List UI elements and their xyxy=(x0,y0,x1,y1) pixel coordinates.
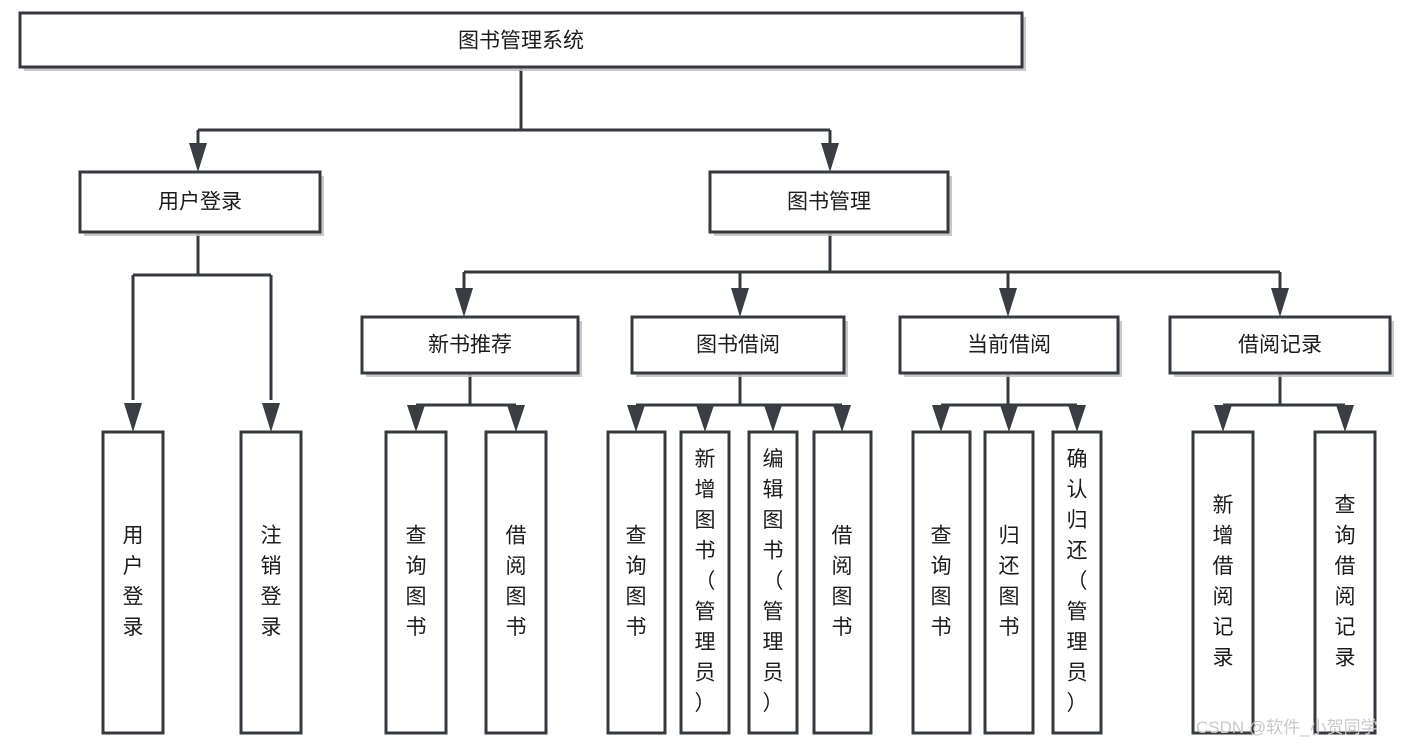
csdn-watermark: CSDN @软件_小贺同学 xyxy=(1196,718,1378,737)
node-root-box[interactable] xyxy=(18,11,1024,69)
node-new-book-rec-label: 新书推荐 xyxy=(428,334,512,357)
arrow-to-user-login xyxy=(189,143,207,172)
node-leaf-query-book-3-label: 查询图书 xyxy=(931,524,952,639)
arrow-leaf-borrow-book-2 xyxy=(833,405,851,432)
label-layer-vertical: 用户登录 注销登录 查询图书 借阅图书 查询图书 新增图书（管理员） 编辑图书（… xyxy=(123,448,1356,715)
arrow-to-book-borrow xyxy=(731,288,749,317)
node-leaf-user-login-box[interactable] xyxy=(101,430,165,735)
node-leaf-add-record-label: 新增借阅记录 xyxy=(1213,494,1234,670)
node-leaf-user-login-label: 用户登录 xyxy=(123,524,144,639)
node-leaf-borrow-book-2-box[interactable] xyxy=(812,430,873,735)
node-leaf-edit-book-box[interactable] xyxy=(747,430,799,735)
arrow-leaf-add-book xyxy=(696,405,714,432)
arrow-leaf-logout xyxy=(262,403,280,432)
node-leaf-query-book-2-box[interactable] xyxy=(606,430,667,735)
node-book-manage-label: 图书管理 xyxy=(787,191,871,214)
node-leaf-add-book-box[interactable] xyxy=(679,430,731,735)
node-leaf-logout-label: 注销登录 xyxy=(261,524,282,639)
arrow-to-new-book-rec xyxy=(455,288,473,317)
node-leaf-query-record-label: 查询借阅记录 xyxy=(1335,494,1356,670)
node-leaf-query-record-box[interactable] xyxy=(1313,430,1377,735)
node-leaf-query-book-3-box[interactable] xyxy=(911,430,972,735)
node-user-login-label: 用户登录 xyxy=(158,191,242,214)
node-borrow-record-box[interactable] xyxy=(1168,315,1392,375)
arrow-to-borrow-record xyxy=(1271,288,1289,317)
node-leaf-confirm-return-label: 确认归还（管理员） xyxy=(1067,448,1088,715)
arrow-leaf-user-login xyxy=(124,403,142,432)
node-leaf-borrow-book-1-label: 借阅图书 xyxy=(506,524,527,639)
arrow-leaf-edit-book xyxy=(764,405,782,432)
node-new-book-rec-box[interactable] xyxy=(360,315,580,375)
arrow-leaf-confirm-return xyxy=(1068,405,1086,432)
label-layer-horizontal: 图书管理系统 用户登录 图书管理 新书推荐 图书借阅 当前借阅 借阅记录 xyxy=(158,30,1322,357)
node-root-label: 图书管理系统 xyxy=(458,30,584,53)
node-leaf-query-book-1-label: 查询图书 xyxy=(406,524,427,639)
node-leaf-logout-box[interactable] xyxy=(239,430,303,735)
node-book-manage-box[interactable] xyxy=(708,170,950,234)
node-leaf-borrow-book-2-label: 借阅图书 xyxy=(832,524,853,639)
node-leaf-query-book-2-label: 查询图书 xyxy=(626,524,647,639)
arrow-leaf-query-record xyxy=(1336,405,1354,432)
arrow-leaf-return-book xyxy=(1000,405,1018,432)
node-leaf-borrow-book-1-box[interactable] xyxy=(484,430,548,735)
node-leaf-add-book-label: 新增图书（管理员） xyxy=(695,448,716,715)
node-leaf-return-book-box[interactable] xyxy=(983,430,1035,735)
node-leaf-edit-book-label: 编辑图书（管理员） xyxy=(763,448,784,715)
node-leaf-confirm-return-box[interactable] xyxy=(1051,430,1103,735)
arrow-to-book-manage xyxy=(821,143,839,172)
node-leaf-return-book-label: 归还图书 xyxy=(999,524,1020,639)
arrow-leaf-borrow-book-1 xyxy=(507,405,525,432)
node-borrow-record-label: 借阅记录 xyxy=(1238,334,1322,357)
arrow-leaf-query-book-3 xyxy=(932,405,950,432)
arrow-leaf-query-book-2 xyxy=(627,405,645,432)
node-user-login-box[interactable] xyxy=(78,170,322,234)
node-layer xyxy=(18,11,1392,735)
node-current-borrow-label: 当前借阅 xyxy=(967,334,1051,357)
arrow-leaf-query-book-1 xyxy=(407,405,425,432)
node-leaf-query-book-1-box[interactable] xyxy=(384,430,448,735)
node-book-borrow-label: 图书借阅 xyxy=(696,334,780,357)
node-book-borrow-box[interactable] xyxy=(630,315,846,375)
arrow-leaf-add-record xyxy=(1214,405,1232,432)
connector-layer xyxy=(124,67,1354,432)
node-leaf-add-record-box[interactable] xyxy=(1191,430,1255,735)
arrow-to-current-borrow xyxy=(999,288,1017,317)
node-current-borrow-box[interactable] xyxy=(898,315,1120,375)
